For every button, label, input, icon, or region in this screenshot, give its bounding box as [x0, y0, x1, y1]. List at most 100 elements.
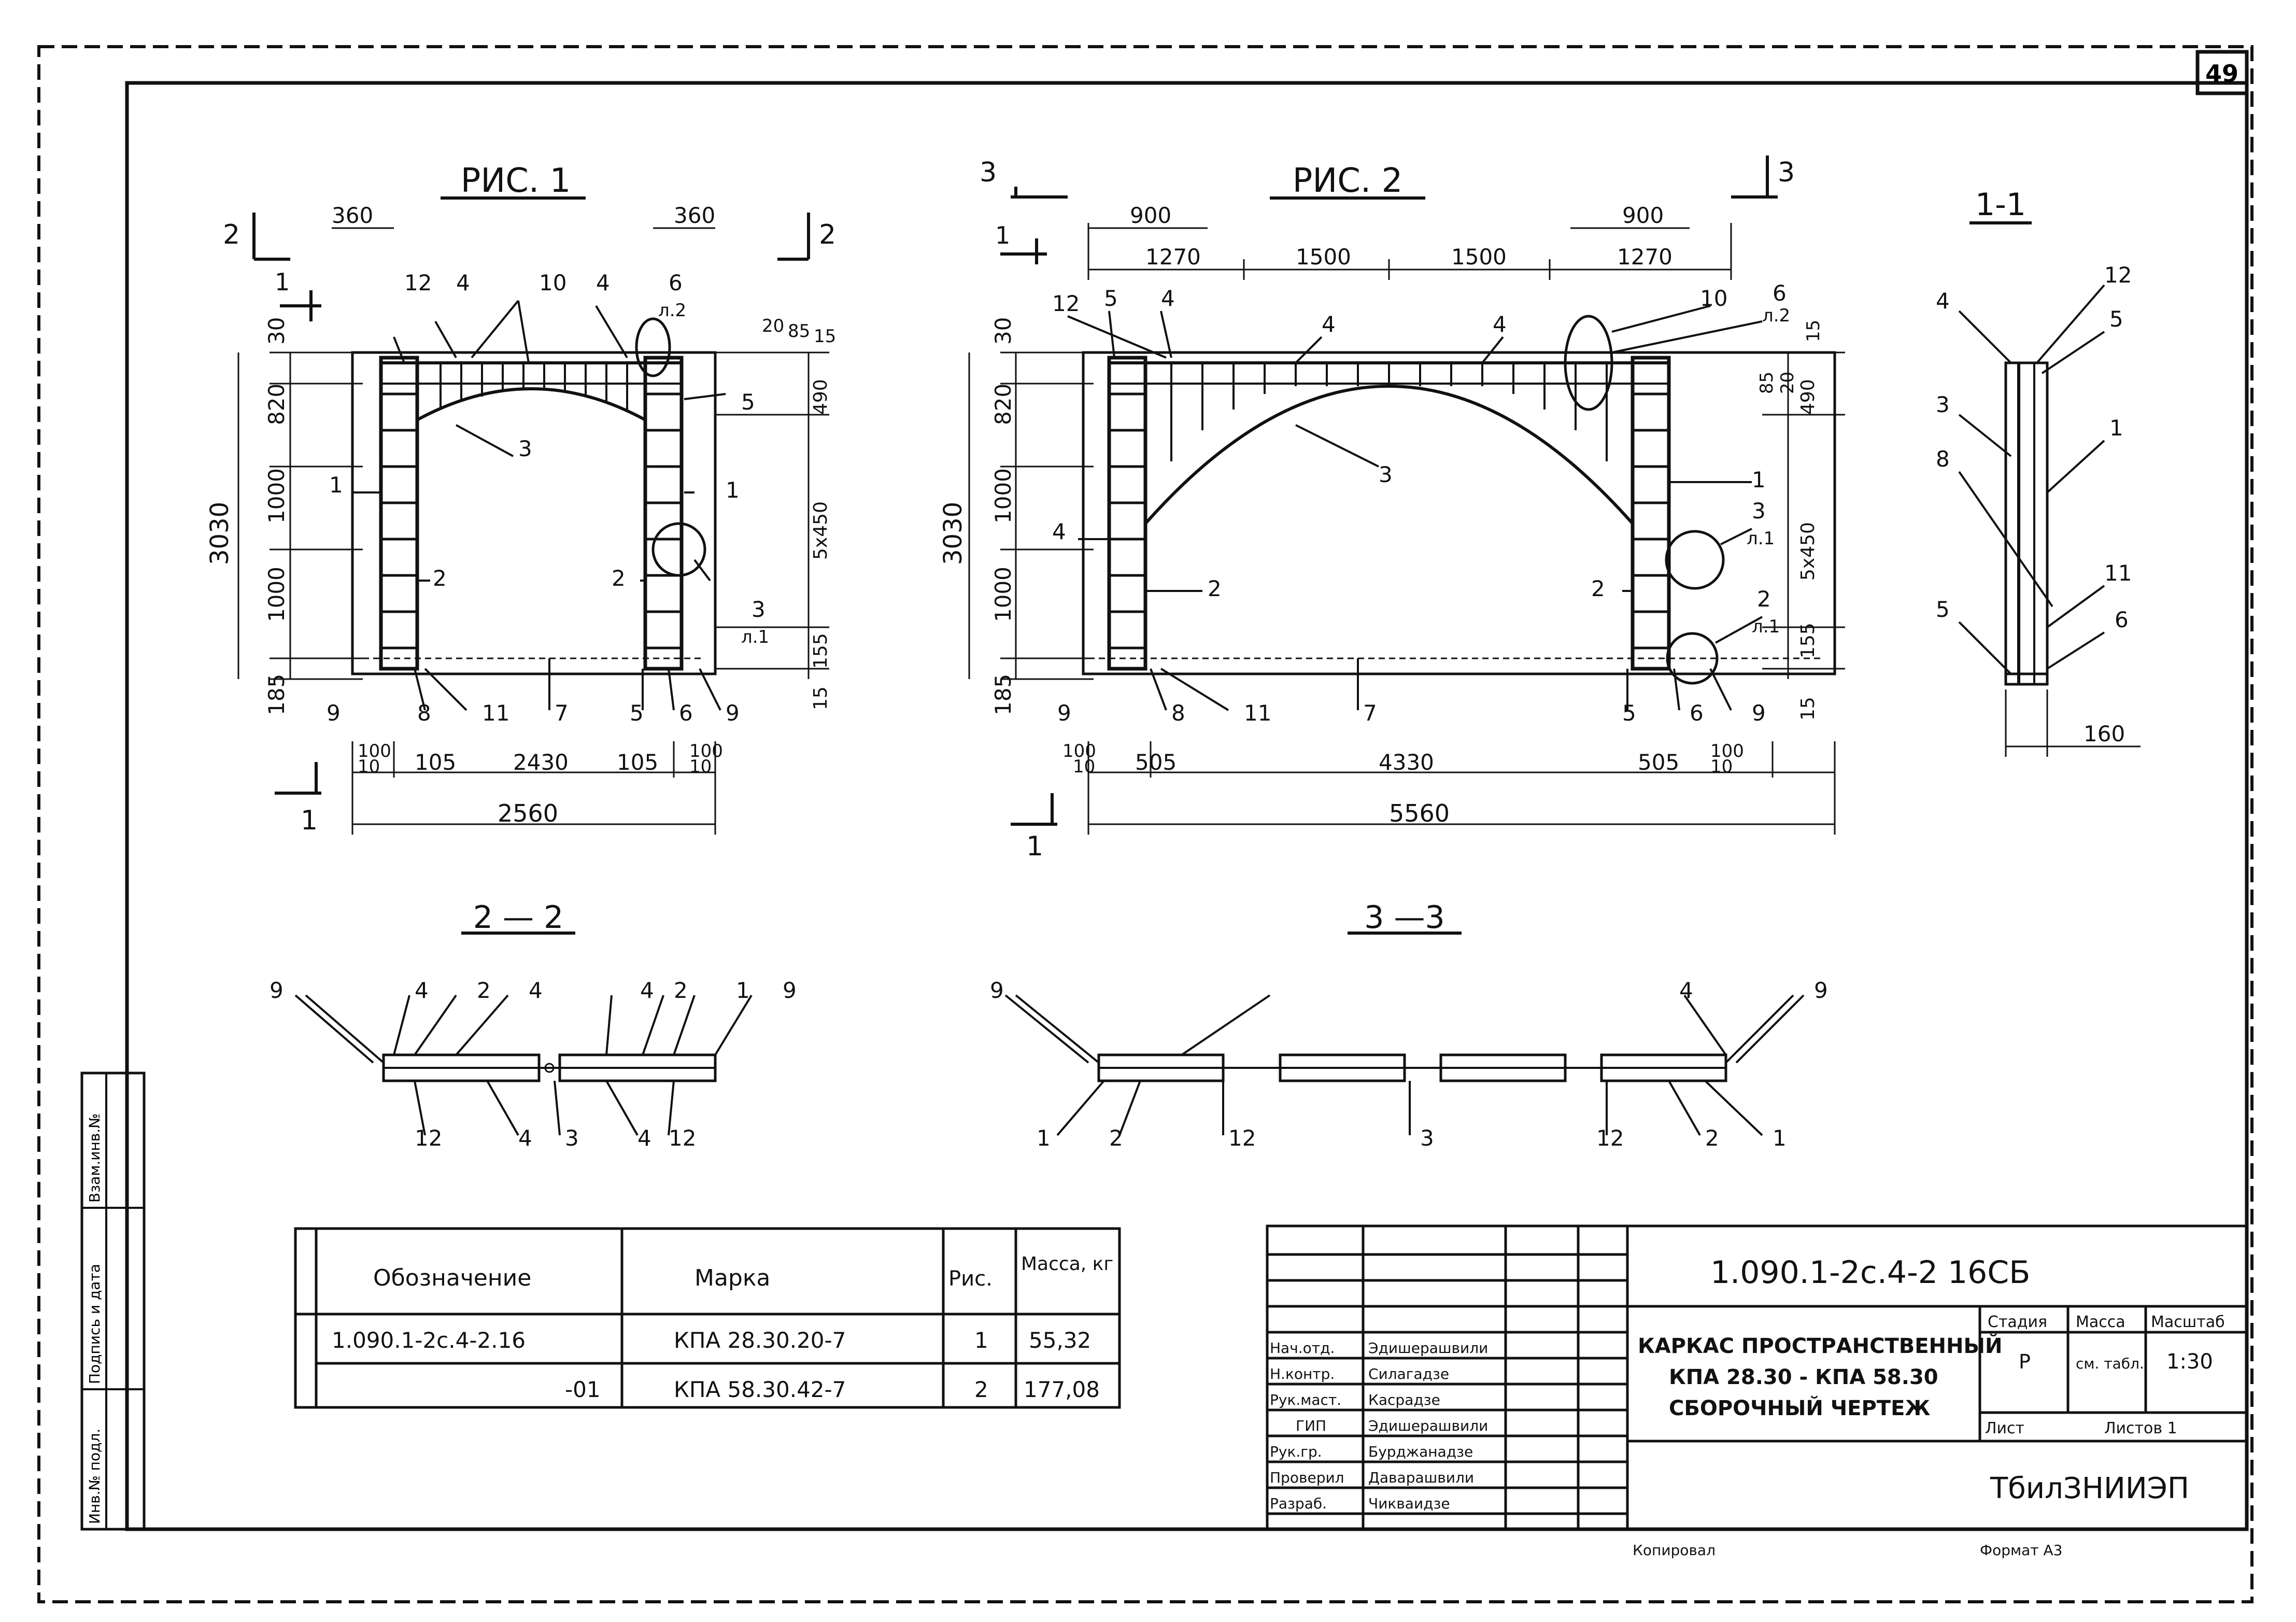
fig2-dim-left-1000b: 1000 — [990, 567, 1016, 622]
sec11-callout-1: 1 — [2109, 415, 2123, 441]
fig2-callout-3b: 3 — [1752, 498, 1766, 524]
organization: ТбилЗНИИЭП — [1990, 1472, 2189, 1505]
sec33-callout-2a: 2 — [1109, 1125, 1123, 1151]
section-2-2-labels: 2 — 2 9 4 2 4 4 2 1 9 12 4 3 4 12 — [270, 899, 797, 1151]
fig1-dim-right-155: 155 — [810, 633, 831, 669]
stage-value: Р — [2019, 1350, 2031, 1373]
spec-row1-designation: 1.090.1-2с.4-2.16 — [332, 1328, 526, 1353]
fig2-callout-2c: 2 — [1757, 586, 1771, 612]
fig2-callout-12: 12 — [1052, 291, 1080, 316]
role-5: Рук.гр. — [1270, 1443, 1322, 1460]
sec33-callout-9b: 9 — [1814, 978, 1828, 1003]
fig1-section-mark-2b: 2 — [819, 219, 836, 250]
fig2-dim-bottom-505a: 505 — [1135, 750, 1177, 775]
sec33-title: 3 —3 — [1364, 899, 1444, 936]
fig1-dim-right-15b: 15 — [810, 686, 831, 710]
stage-header: Стадия — [1988, 1313, 2047, 1331]
fig1-callout-5b: 5 — [630, 700, 644, 726]
role-2: Н.контр. — [1270, 1365, 1335, 1383]
sec22-callout-4c: 4 — [640, 978, 654, 1003]
role-7: Разраб. — [1270, 1495, 1327, 1512]
sec33-callout-12b: 12 — [1596, 1125, 1624, 1151]
fig2-dim-bottom-100b: 100 — [1710, 741, 1744, 761]
fig2-callout-9b: 9 — [1752, 700, 1766, 726]
fig1-dim-right-15: 15 — [814, 326, 836, 347]
fig1-dim-top-left: 360 — [332, 203, 373, 228]
fig2-dim-left-820: 820 — [990, 384, 1016, 425]
fig1-dim-left-30: 30 — [264, 317, 289, 345]
sec33-callout-12a: 12 — [1228, 1125, 1256, 1151]
fig1-dim-bottom-2430: 2430 — [513, 750, 569, 775]
fig1-dim-right-490: 490 — [810, 379, 831, 415]
fig1-callout-8: 8 — [417, 700, 431, 726]
spec-row2-mark: КПА 58.30.42-7 — [674, 1377, 846, 1402]
sec22-callout-12a: 12 — [415, 1125, 442, 1151]
sec33-callout-9a: 9 — [990, 978, 1004, 1003]
role-6: Проверил — [1270, 1469, 1344, 1486]
fig2-callout-2a: 2 — [1208, 576, 1222, 601]
fig2-callout-4a: 4 — [1161, 286, 1175, 311]
fig2-callout-l1b: л.1 — [1752, 616, 1780, 637]
fig1-dim-left-1000a: 1000 — [264, 468, 289, 524]
section-3-3-labels: 3 —3 9 4 9 1 2 12 3 12 2 1 — [990, 899, 1828, 1151]
fig2-dim-bottom-10a: 10 — [1073, 756, 1095, 777]
sec11-title: 1-1 — [1975, 187, 2026, 223]
scale-header: Масштаб — [2151, 1313, 2225, 1331]
fig2-dim-left-30: 30 — [990, 317, 1016, 345]
fig1-callout-4b: 4 — [596, 270, 610, 295]
sec22-callout-4d: 4 — [518, 1125, 532, 1151]
fig1-callout-9a: 9 — [327, 700, 341, 726]
sec22-title: 2 — 2 — [473, 899, 564, 936]
fig1-overall-height: 3030 — [205, 502, 234, 565]
sec11-callout-11: 11 — [2104, 560, 2132, 586]
fig2-overall-height: 3030 — [939, 502, 968, 565]
fig2-callout-l2: л.2 — [1762, 305, 1790, 326]
fig2-callout-7: 7 — [1363, 700, 1377, 726]
figure-2-labels: 900 900 1270 1500 1500 1270 30 820 1000 … — [939, 157, 1824, 862]
spec-row1-fig: 1 — [974, 1328, 988, 1353]
name-7: Чикваидзе — [1368, 1495, 1450, 1512]
fig1-dim-bottom-100b: 100 — [689, 741, 723, 761]
spec-row1-mass: 55,32 — [1029, 1328, 1091, 1353]
fig1-callout-2a: 2 — [433, 566, 447, 591]
fig1-callout-3b: 3 — [752, 597, 766, 622]
sec33-callout-1a: 1 — [1037, 1125, 1051, 1151]
sec11-callout-6: 6 — [2115, 607, 2129, 632]
section-2-2 — [294, 932, 753, 1136]
title-line-2: КПА 28.30 - КПА 58.30 — [1669, 1365, 1938, 1389]
sec33-callout-4: 4 — [1679, 978, 1693, 1003]
bottom-captions: Копировал Формат А3 — [1633, 1542, 2062, 1559]
figure-1-labels: 360 360 30 820 1000 1000 185 3030 20 85 … — [205, 203, 836, 836]
fig2-dim-top-1270a: 1270 — [1145, 244, 1201, 270]
sec22-callout-2a: 2 — [477, 978, 491, 1003]
sec11-callout-4: 4 — [1936, 288, 1950, 314]
side-stamp: Взам.инв.№ Подпись и дата Инв.№ подл. — [80, 1071, 146, 1531]
fig2-callout-4b: 4 — [1322, 312, 1336, 337]
fig1-callout-6: 6 — [669, 270, 683, 295]
sec22-callout-2b: 2 — [674, 978, 688, 1003]
fig2-callout-9a: 9 — [1057, 700, 1071, 726]
fig2-title: РИС. 2 — [1293, 162, 1403, 200]
fig1-dim-bottom-105a: 105 — [415, 750, 456, 775]
fig2-callout-3a: 3 — [1379, 462, 1393, 487]
sec33-callout-2b: 2 — [1705, 1125, 1719, 1151]
fig1-callout-7: 7 — [555, 700, 569, 726]
fig2-dim-right-15: 15 — [1803, 320, 1824, 342]
fig2-dim-left-1000a: 1000 — [990, 468, 1016, 524]
outer-frame — [37, 45, 2254, 1603]
fig2-dim-right-85: 85 — [1756, 372, 1777, 394]
spec-header-mass: Масса, кг — [1021, 1253, 1113, 1275]
spec-row2-designation: -01 — [565, 1377, 601, 1402]
fig2-callout-2b: 2 — [1591, 576, 1605, 601]
fig2-callout-10: 10 — [1700, 286, 1727, 311]
spec-header-fig: Рис. — [948, 1267, 993, 1291]
spec-header-designation: Обозначение — [373, 1265, 531, 1291]
name-2: Силагадзе — [1368, 1365, 1449, 1383]
fig1-overall-width: 2560 — [498, 799, 558, 827]
fig2-section-mark-1a: 1 — [995, 221, 1010, 249]
sec33-callout-3: 3 — [1420, 1125, 1434, 1151]
stamp-label-replace: Взам.инв.№ — [86, 1113, 103, 1203]
fig1-dim-bottom-105b: 105 — [617, 750, 658, 775]
fig1-dim-left-1000b: 1000 — [264, 567, 289, 622]
